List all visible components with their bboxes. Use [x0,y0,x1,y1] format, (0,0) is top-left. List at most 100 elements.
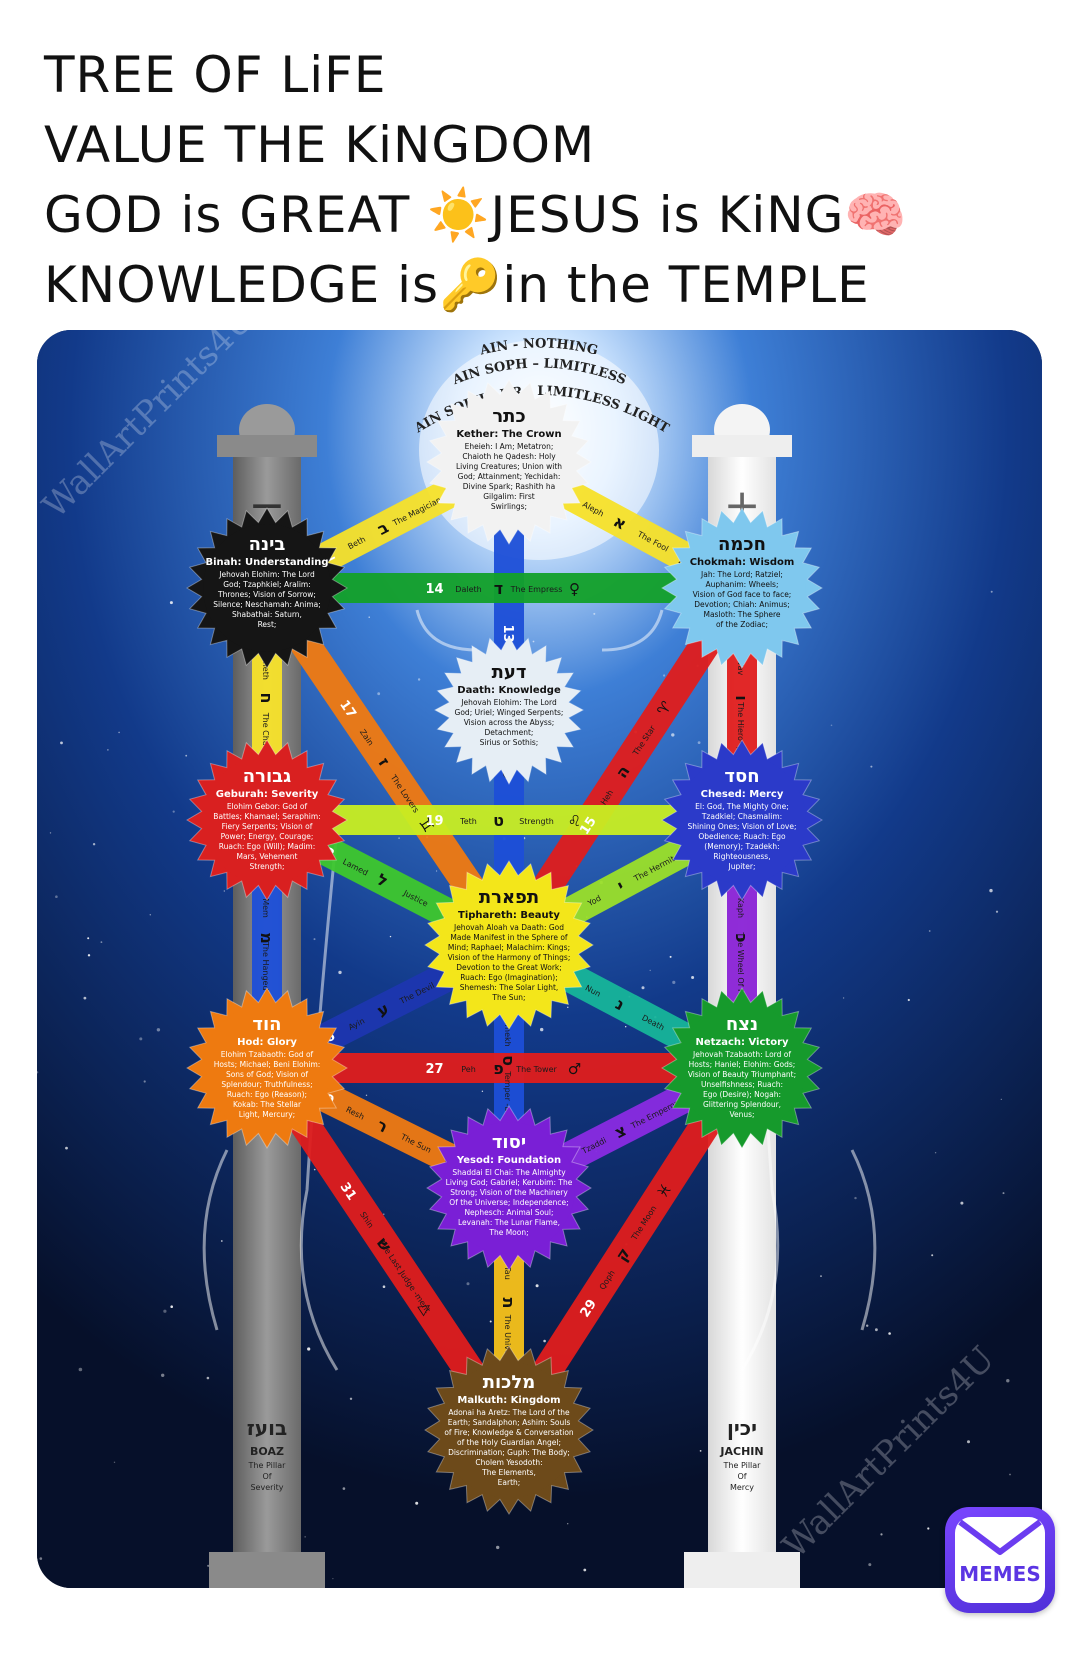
sephirah-attribute-line: Shemesh: The Solar Light, [460,983,559,992]
path-symbol-icon: ♂ [568,1060,581,1078]
star [496,1545,500,1550]
star [170,1305,173,1308]
star [83,996,87,1000]
sephirah-title: Yesod: Foundation [456,1155,561,1166]
sephirah-attribute-line: Gilgalim: First [483,492,535,501]
sephirah-hebrew: כתר [492,406,525,427]
star [540,1027,544,1032]
sephirah-attribute-line: Swirlings; [491,502,527,511]
star [820,1275,822,1277]
star [842,997,845,999]
sephirah-attribute-line: Shabathai: Saturn, [232,610,302,619]
sephirah-attribute-line: Levanah: The Lunar Flame, [458,1218,560,1227]
sephirah-attribute-line: Devotion to the Great Work; [456,963,562,972]
star [377,692,381,696]
star [990,590,993,593]
star [691,976,695,979]
star [989,888,993,893]
sephirah-disc [443,1122,575,1254]
sephirah-attribute-line: Kokab: The Stellar [233,1100,302,1109]
star [78,1367,83,1372]
star [870,765,873,768]
path-letter-name: Samekh [503,1014,512,1046]
star [641,986,645,990]
path-hebrew-letter: ד [494,579,503,598]
pillar-left-sub1: The Pillar [248,1461,287,1470]
star [39,1557,43,1560]
sephirah-attribute-line: Shaddai El Chai: The Almighty [452,1168,566,1177]
star [466,1282,470,1286]
memes-logo-label: MEMES [959,1562,1041,1586]
pillar-left-sub3: Severity [250,1483,283,1492]
sephirah-attribute-line: Fiery Serpents; Vision of [222,822,313,831]
sephirah-hebrew: הוד [252,1014,281,1035]
sephirah-attribute-line: The Elements, [481,1468,536,1477]
star [1000,1098,1002,1100]
sephirah-attribute-line: The Sun; [491,993,525,1002]
sephirah-attribute-line: Earth; [498,1478,521,1487]
star [535,1284,539,1288]
sephirah-disc [451,652,567,768]
sephirah-attribute-line: Jah: The Lord; Ratziel; [700,570,783,579]
path-hebrew-letter: פ [493,1059,504,1078]
sephirah-attribute-line: Living God; Gabriel; Kerubim: The [446,1178,573,1187]
star [220,1240,223,1242]
path-letter-name: Teth [459,817,477,826]
star [625,1026,627,1028]
memes-logo[interactable]: MEMES [945,1507,1055,1613]
tree-of-life-poster: WallArtPrints4U WallArtPrints4U AIN - NO… [37,330,1042,1588]
star [49,832,52,834]
sephirah-attribute-line: Ruach: Ego (Will); Madim: [219,842,316,851]
path-hebrew-letter: מ [257,932,276,944]
star [672,980,676,985]
sephirah-disc [678,524,806,652]
sephirah-attribute-line: Battles; Khamael; Seraphim: [213,812,320,821]
sephirah-title: Binah: Understanding [205,557,328,568]
sephirah-attribute-line: of Fire; Knowledge & Conversation [444,1428,574,1437]
star [671,733,675,737]
path-letter-name: Cheth [261,656,270,680]
sephirah-hebrew: נצח [726,1014,758,1035]
sephirah-hebrew: תפארת [479,887,539,908]
sephirah-attribute-line: Jupiter; [728,862,756,871]
pillar-left-sub2: Of [262,1472,271,1481]
path-tarot-card: The Empress [510,585,563,594]
star [169,601,173,605]
pillar-right-name: JACHIN [719,1445,763,1458]
sephirah-attribute-line: Splendour; Truthfulness; [221,1080,312,1089]
path-tarot-card: Strength [519,817,554,826]
star [87,954,91,957]
star [415,1501,419,1505]
path-number: 13 [500,624,515,642]
star [543,1339,546,1343]
star [567,1523,569,1525]
path-symbol-icon: ♀ [569,580,580,598]
star [382,1285,386,1288]
sephirah-attribute-line: Sons of God; Vision of [226,1070,308,1079]
star [207,1564,210,1567]
sephirah-attribute-line: Ruach: Ego (Imagination); [460,973,558,982]
path-tarot-card: The Tower [515,1065,557,1074]
sephirah-title: Kether: The Crown [456,429,561,440]
sephirah-attribute-line: Detachment; [485,728,534,737]
star [55,895,58,898]
sephirah-attribute-line: Rest; [258,620,277,629]
star [1009,1473,1011,1476]
star [593,612,596,615]
key-emoji-icon: 🔑 [439,256,503,314]
pillar-left-hebrew: בועז [247,1416,287,1440]
sephirah-attribute-line: Jehovah Elohim: The Lord [460,698,557,707]
star [995,910,999,913]
star [304,1536,306,1538]
